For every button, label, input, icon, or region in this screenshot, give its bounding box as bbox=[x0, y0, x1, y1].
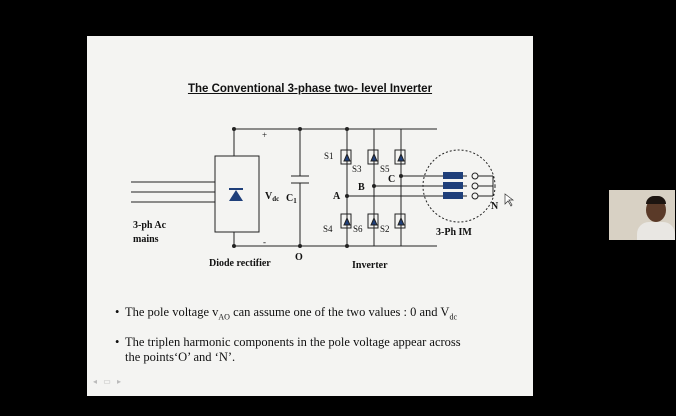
switch-s5-label: S5 bbox=[380, 164, 390, 174]
presentation-slide: The Conventional 3-phase two- level Inve… bbox=[87, 36, 533, 396]
slide-title: The Conventional 3-phase two- level Inve… bbox=[187, 83, 433, 95]
rectifier-label: Diode rectifier bbox=[209, 258, 271, 269]
switch-s2-icon bbox=[394, 213, 406, 229]
webcam-thumbnail[interactable] bbox=[609, 190, 675, 240]
node-o-label: O bbox=[295, 252, 303, 263]
switch-s4-icon bbox=[340, 213, 352, 229]
switch-s1-icon bbox=[340, 149, 352, 165]
motor-windings-icon bbox=[443, 172, 463, 199]
switch-s1-label: S1 bbox=[324, 151, 334, 161]
node-a-label: A bbox=[333, 191, 341, 202]
plus-label: + bbox=[262, 130, 267, 140]
capacitor-label: C1 bbox=[286, 193, 297, 205]
node-n-label: N bbox=[491, 201, 499, 212]
node-c-label: C bbox=[388, 174, 395, 185]
bullet-dot-icon: • bbox=[115, 335, 120, 349]
switch-s2-label: S2 bbox=[380, 224, 390, 234]
bullet-triplen-harmonics: •The triplen harmonic components in the … bbox=[115, 335, 461, 364]
presenter-head bbox=[646, 198, 666, 222]
switch-s6-label: S6 bbox=[353, 224, 363, 234]
inverter-label: Inverter bbox=[352, 260, 388, 271]
switch-s5-icon bbox=[394, 149, 406, 165]
diode-icon bbox=[229, 188, 243, 201]
switch-s3-icon bbox=[367, 149, 379, 165]
switch-s3-label: S3 bbox=[352, 164, 362, 174]
vdc-label: Vdc bbox=[265, 191, 279, 203]
inverter-circuit-diagram: 3-ph Ac mains Diode rectifier Vdc C1 + -… bbox=[131, 127, 515, 271]
presenter-body bbox=[637, 222, 675, 240]
bullet-pole-voltage: •The pole voltage vAO can assume one of … bbox=[115, 305, 458, 322]
mains-label-line1: 3-ph Ac bbox=[133, 220, 167, 231]
switch-s4-label: S4 bbox=[323, 224, 333, 234]
switch-s6-icon bbox=[367, 213, 379, 229]
minus-label: - bbox=[263, 237, 266, 247]
mouse-cursor-icon bbox=[504, 193, 515, 207]
motor-label: 3-Ph IM bbox=[436, 227, 472, 238]
node-b-label: B bbox=[358, 182, 365, 193]
mains-label-line2: mains bbox=[133, 234, 159, 245]
bullet-dot-icon: • bbox=[115, 305, 120, 319]
slide-nav-controls[interactable]: ◂ ▭ ▸ bbox=[93, 377, 124, 386]
